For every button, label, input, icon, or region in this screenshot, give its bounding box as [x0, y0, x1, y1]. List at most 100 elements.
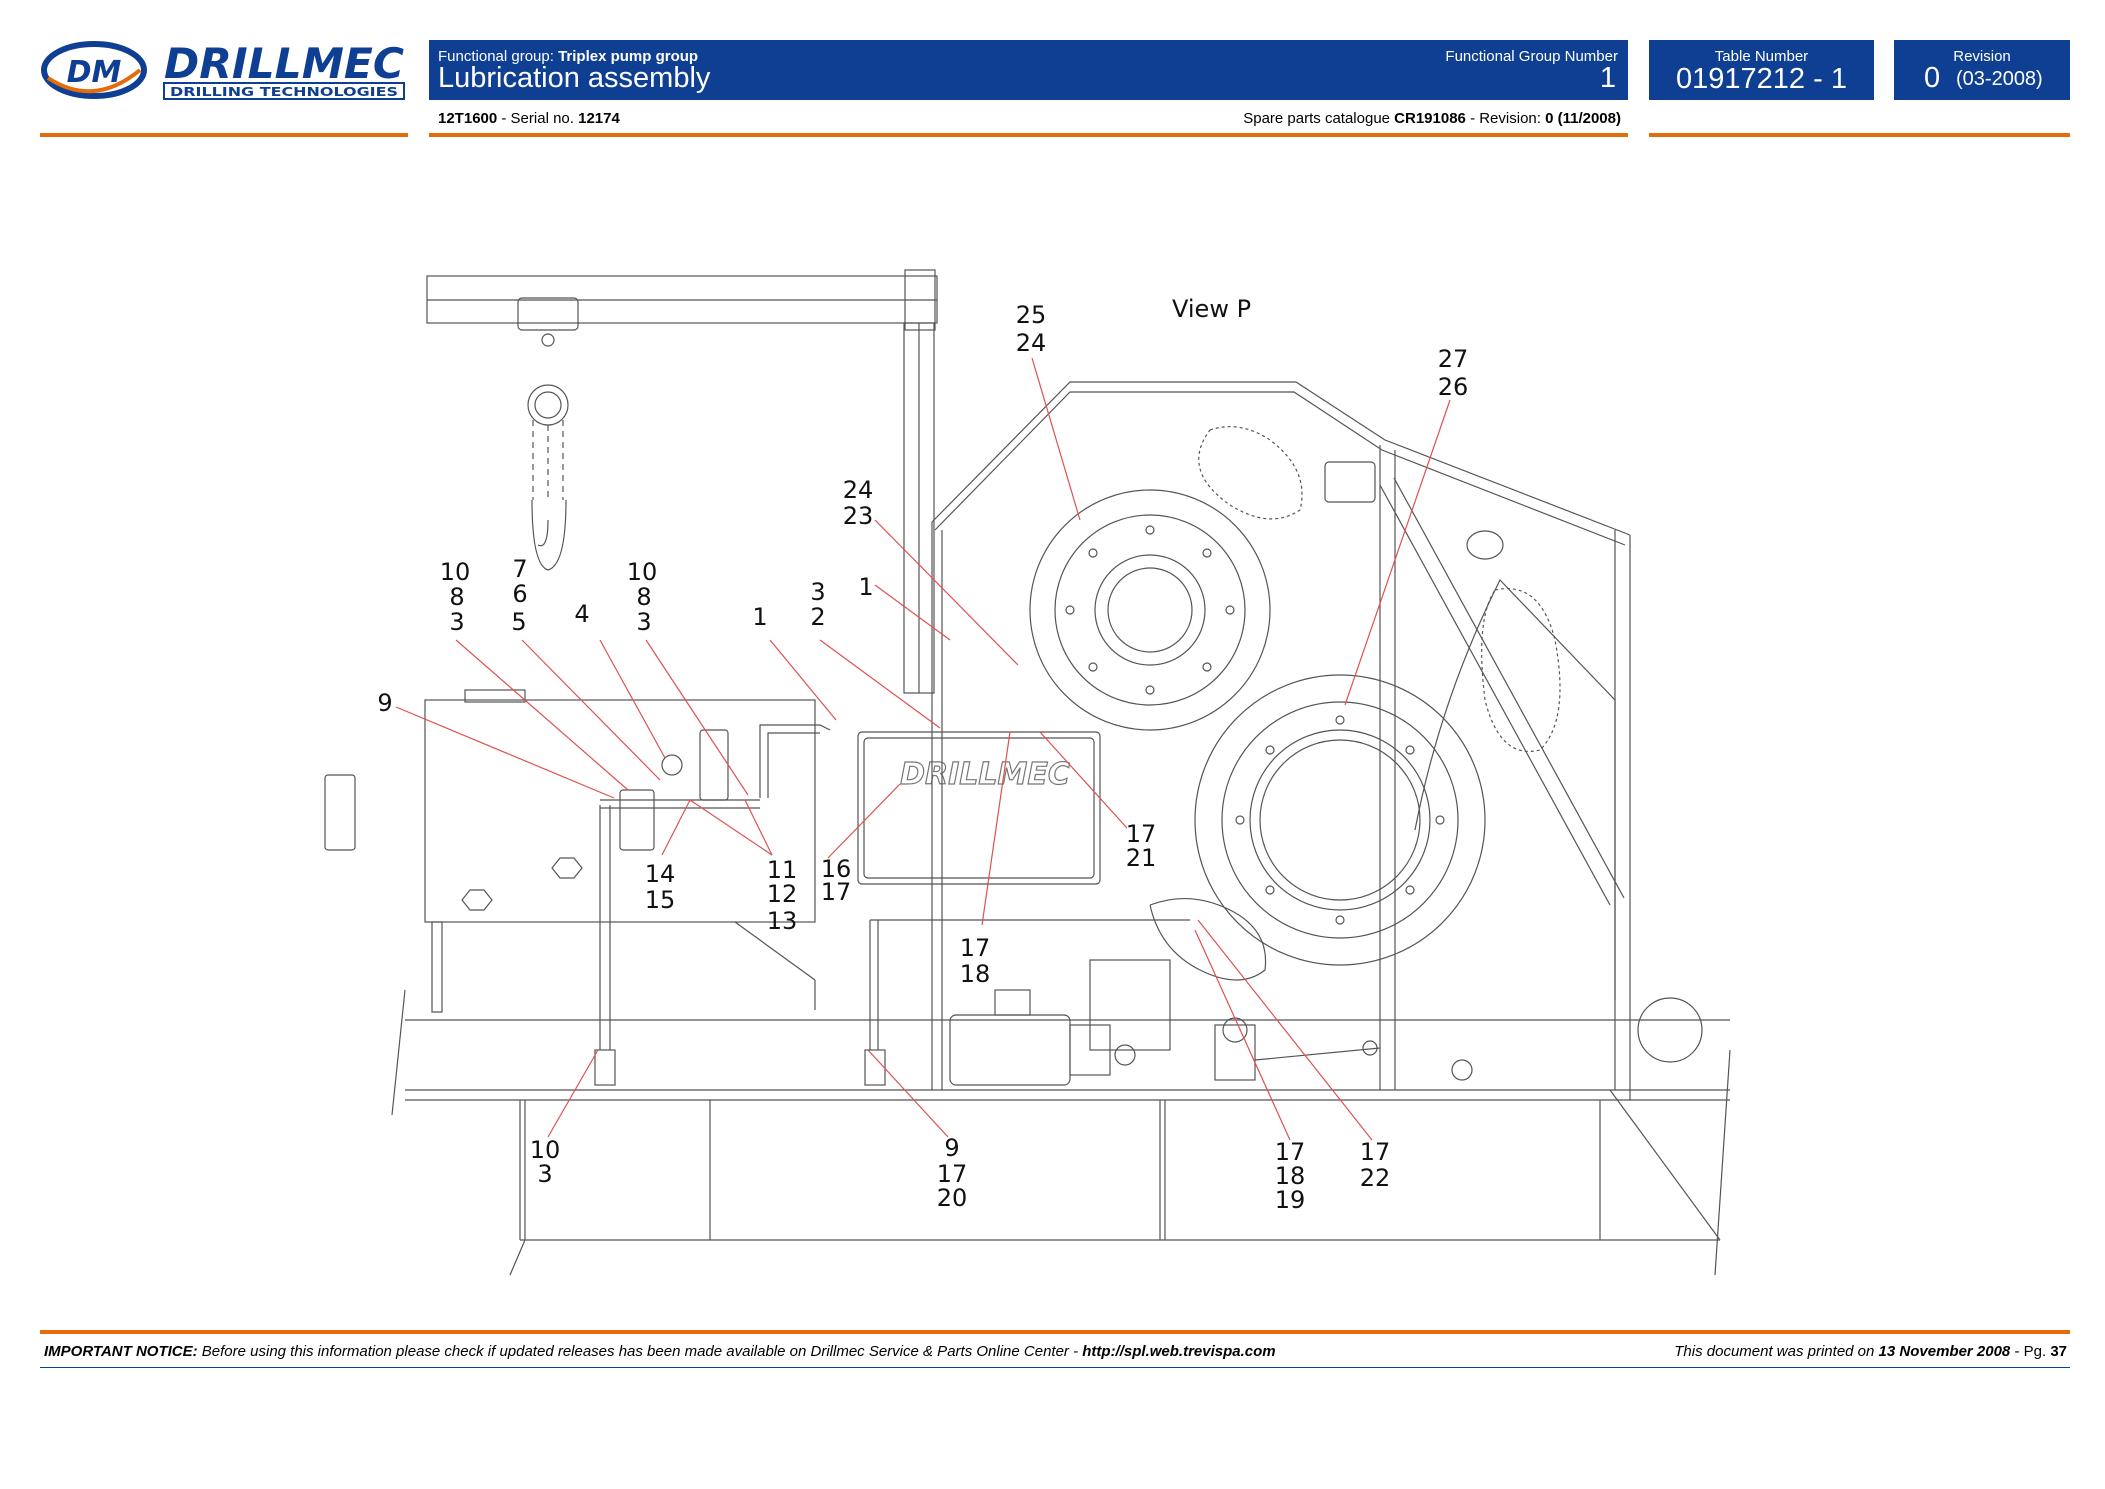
pump-housing: [931, 381, 1631, 1100]
functional-group-name: Triplex pump group: [558, 48, 699, 65]
oil-filter: [619, 789, 655, 851]
svg-text:25: 25: [1016, 301, 1047, 329]
table-number-box: Table Number 01917212 - 1: [1649, 40, 1874, 100]
svg-text:3: 3: [810, 578, 825, 606]
chain-hoist: [517, 297, 579, 571]
callout-4: 4: [574, 600, 589, 628]
footer-bottom-rule: [40, 1367, 2070, 1368]
svg-text:13: 13: [767, 907, 798, 935]
svg-text:6: 6: [512, 580, 527, 608]
callout-27-26: 27 26: [1438, 345, 1469, 401]
plate-brand: DRILLMEC: [900, 757, 1070, 792]
callout-17-22: 17 22: [1360, 1138, 1391, 1192]
catalogue-revision: 0 (11/2008): [1545, 110, 1621, 127]
callout-24-23: 24 23: [843, 476, 874, 530]
callout-labels: 10 8 3 7 6 5 4 10 8 3 1 3 2 1 24 23: [377, 301, 1468, 1214]
print-info: This document was printed on 13 November…: [1674, 1343, 2067, 1360]
leader-lines: [395, 357, 1451, 1141]
catalogue-label: Spare parts catalogue: [1243, 110, 1390, 127]
callout-17-18-mid: 17 18: [960, 934, 991, 988]
functional-group: Functional group: Triplex pump group: [438, 48, 698, 65]
revision-date: (03-2008): [1956, 68, 2043, 90]
svg-text:16: 16: [821, 855, 852, 883]
printed-label: This document was printed on: [1674, 1343, 1875, 1360]
pressure-valve: [699, 729, 729, 801]
svg-text:22: 22: [1360, 1164, 1391, 1192]
page-label: - Pg.: [2014, 1343, 2047, 1360]
svg-text:23: 23: [843, 502, 874, 530]
callout-3-2: 3 2: [810, 578, 825, 631]
footer-line: [40, 1330, 2070, 1334]
catalogue-info: Spare parts catalogue CR191086 - Revisio…: [1243, 110, 1621, 127]
svg-text:12: 12: [767, 880, 798, 908]
serial-label: - Serial no.: [501, 110, 574, 127]
svg-text:10: 10: [627, 558, 658, 586]
callout-7-6-5: 7 6 5: [511, 555, 527, 636]
svg-text:24: 24: [1016, 329, 1047, 357]
svg-text:17: 17: [1275, 1138, 1306, 1166]
logo-monogram: DM: [67, 55, 122, 90]
svg-text:18: 18: [1275, 1162, 1306, 1190]
callout-25-24: 25 24: [1016, 301, 1047, 357]
svg-text:21: 21: [1126, 844, 1157, 872]
svg-text:10: 10: [530, 1136, 561, 1164]
svg-text:9: 9: [377, 689, 392, 717]
table-number-label: Table Number: [1714, 48, 1809, 65]
callout-1-right: 1: [858, 573, 873, 601]
revision-underline: [1649, 133, 2070, 137]
svg-text:4: 4: [574, 600, 589, 628]
drillmec-logo: DM DRILLMEC DRILLING TECHNOLOGIES: [40, 38, 410, 103]
header-underline: [429, 133, 1628, 137]
oil-tank: [424, 689, 816, 1013]
revision-label: Revision: [1953, 48, 2011, 65]
catalogue-number: CR191086: [1394, 110, 1466, 127]
electric-motor: [949, 959, 1171, 1086]
view-label: View P: [1172, 295, 1251, 323]
svg-text:17: 17: [937, 1160, 968, 1188]
svg-text:17: 17: [1360, 1138, 1391, 1166]
crank-wheel-lower: [1194, 674, 1486, 966]
callout-1-left: 1: [752, 603, 767, 631]
svg-text:10: 10: [440, 558, 471, 586]
notice-label: IMPORTANT NOTICE:: [44, 1343, 198, 1360]
revision-box: Revision 0 (03-2008): [1894, 40, 2070, 100]
svg-text:27: 27: [1438, 345, 1469, 373]
svg-text:11: 11: [767, 856, 798, 884]
svg-text:9: 9: [944, 1134, 959, 1162]
svg-text:17: 17: [1126, 820, 1157, 848]
svg-text:18: 18: [960, 960, 991, 988]
svg-text:5: 5: [511, 608, 526, 636]
logo-tagline: DRILLING TECHNOLOGIES: [170, 85, 398, 99]
svg-text:15: 15: [645, 886, 676, 914]
svg-text:8: 8: [636, 583, 651, 611]
table-number: 01917212 - 1: [1676, 63, 1847, 95]
svg-text:26: 26: [1438, 373, 1469, 401]
svg-text:17: 17: [821, 878, 852, 906]
svg-text:17: 17: [960, 934, 991, 962]
model-serial: 12T1600 - Serial no. 12174: [438, 110, 620, 127]
support-url-link[interactable]: http://spl.web.trevispa.com: [1082, 1343, 1276, 1360]
svg-text:3: 3: [636, 608, 651, 636]
svg-text:7: 7: [512, 555, 527, 583]
important-notice: IMPORTANT NOTICE: Before using this info…: [44, 1343, 1276, 1360]
title-bar: Functional group: Triplex pump group Lub…: [429, 40, 1628, 100]
callout-9-left: 9: [377, 689, 392, 717]
svg-text:8: 8: [449, 583, 464, 611]
fg-number: 1: [1599, 62, 1616, 94]
printed-date: 13 November 2008: [1878, 1343, 2011, 1360]
logo-emblem: DM DRILLMEC DRILLING TECHNOLOGIES: [41, 39, 405, 100]
callout-9-17-20: 9 17 20: [937, 1134, 968, 1212]
svg-text:3: 3: [537, 1160, 552, 1188]
svg-text:1: 1: [752, 603, 767, 631]
svg-text:20: 20: [937, 1184, 968, 1212]
callout-14-15: 14 15: [645, 860, 676, 914]
callout-10-8-3-right: 10 8 3: [627, 558, 658, 636]
crank-wheel-upper: [1029, 489, 1271, 731]
logo-brand: DRILLMEC: [164, 39, 404, 88]
page-title: Lubrication assembly: [438, 62, 711, 94]
control-panel: [857, 731, 1101, 885]
model-number: 12T1600: [438, 110, 498, 127]
fg-number-label: Functional Group Number: [1445, 48, 1618, 65]
svg-text:3: 3: [449, 608, 464, 636]
